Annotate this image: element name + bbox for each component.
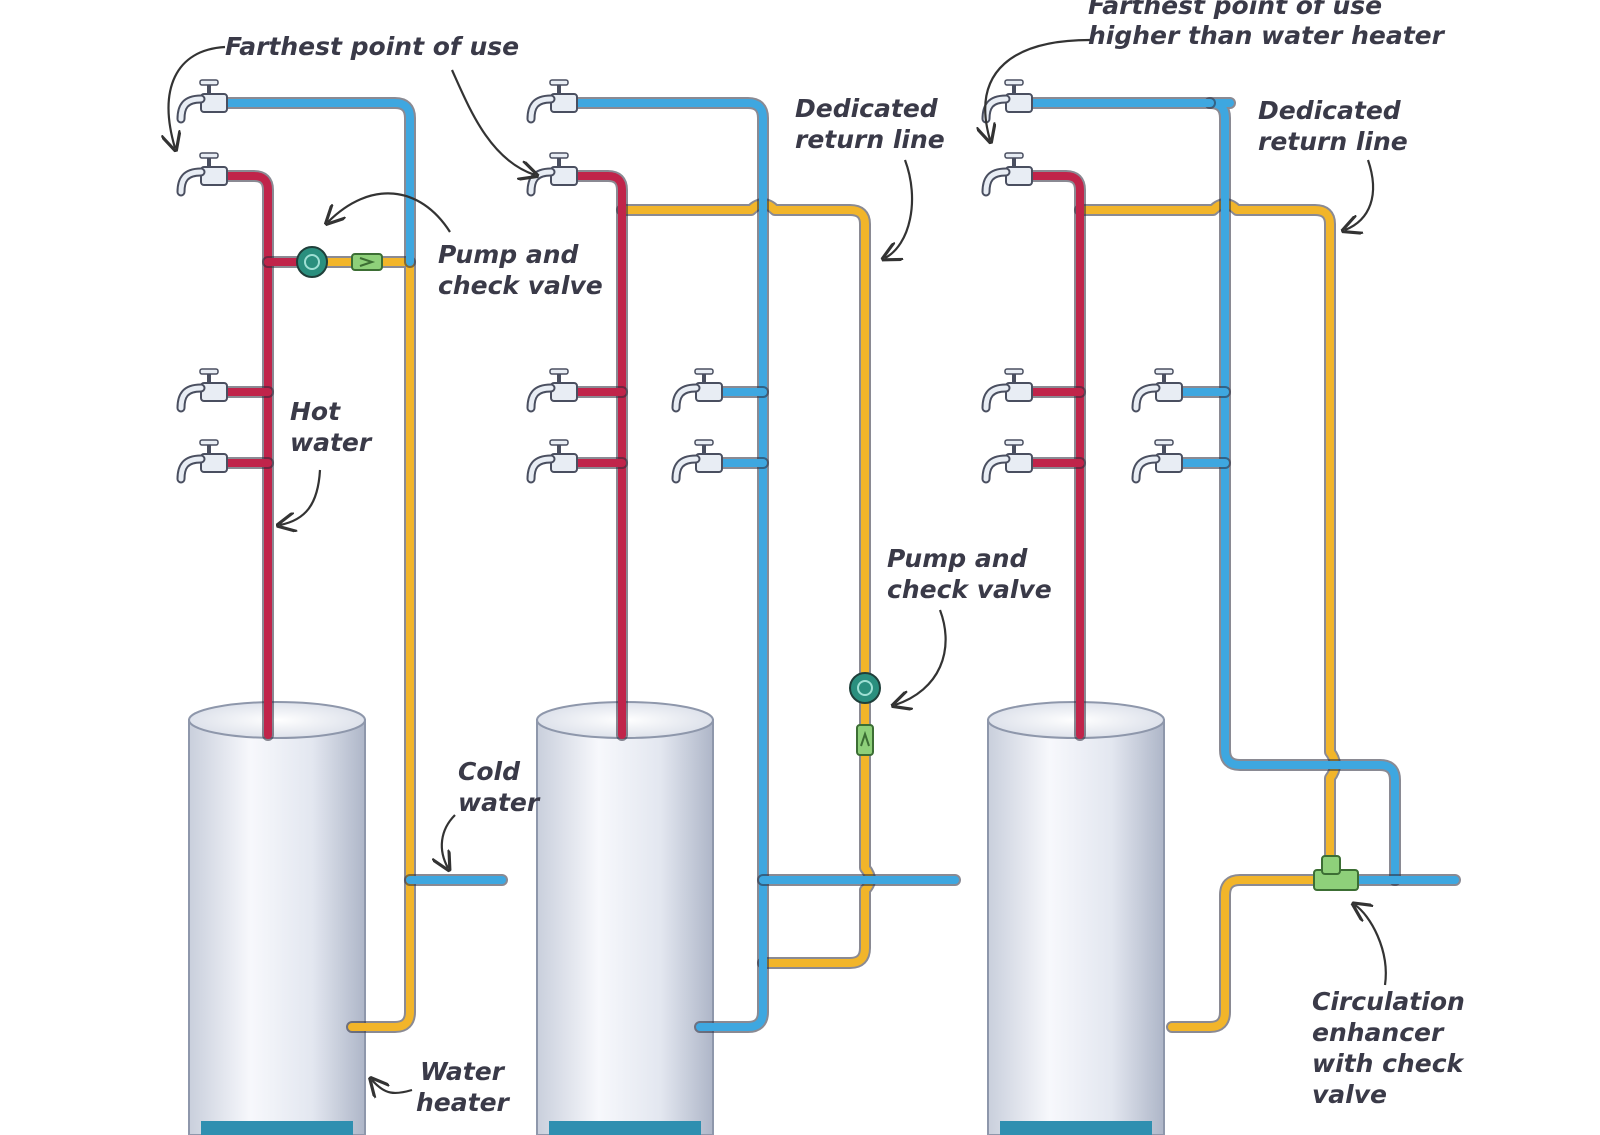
faucet-icon (671, 439, 723, 484)
faucet-icon (176, 368, 228, 413)
water-heater-label-line2: heater (416, 1088, 511, 1117)
callout-arrow (328, 192, 451, 233)
circulation-enhancer-label-line1: Circulation (1312, 987, 1465, 1016)
farthest-point-higher-label-line2: higher than water heater (1088, 21, 1446, 50)
circulation-enhancer-label-line4: valve (1312, 1080, 1387, 1109)
callout-arrow (372, 1080, 413, 1093)
farthest-point-higher-label-line1: Farthest point of use (1088, 0, 1382, 20)
farthest-point-label: Farthest point of use (225, 32, 519, 61)
dedicated-return-label-line2: return line (1258, 127, 1408, 156)
check-valve-icon (856, 724, 874, 756)
faucet-icon (981, 439, 1033, 484)
check-valve-icon (351, 253, 383, 271)
water-heater-icon (188, 701, 366, 1135)
callout-arrow (169, 45, 226, 148)
pump-check-valve-label-line2: check valve (438, 271, 603, 300)
pump-check-valve-label-line1: Pump and (887, 544, 1029, 573)
faucet-icon (981, 152, 1033, 197)
callout-arrow (1355, 905, 1387, 986)
circulation-enhancer-label-line2: enhancer (1312, 1018, 1445, 1047)
cold-pipe (1204, 97, 1401, 886)
faucet-icon (671, 368, 723, 413)
water-heater-label-line1: Water (420, 1057, 506, 1086)
callout-arrow (1345, 159, 1375, 230)
return-pipe (296, 256, 416, 1033)
hot-water-pipe (569, 170, 628, 741)
return-to-heater (1166, 874, 1324, 1033)
cold-pipe (569, 97, 769, 1033)
circulation-enhancer-label-line3: with check (1312, 1049, 1465, 1078)
cold-pipe-top (219, 97, 416, 268)
faucet-icon (1131, 368, 1183, 413)
hot-water-pipe (1024, 170, 1086, 741)
pump-icon (296, 246, 328, 278)
hot-water-label-line1: Hot (290, 397, 341, 426)
cold-water-label-line2: water (458, 788, 541, 817)
pump-icon (849, 672, 881, 704)
water-heater-icon (987, 701, 1165, 1135)
callout-arrow (895, 609, 947, 705)
faucet-icon (526, 439, 578, 484)
hot-water-label-line2: water (290, 428, 373, 457)
dedicated-return-label-line1: Dedicated (795, 94, 939, 123)
faucet-icon (981, 79, 1033, 124)
faucet-icon (176, 439, 228, 484)
faucet-icon (526, 152, 578, 197)
water-heater-icon (536, 701, 714, 1135)
callout-arrow (985, 38, 1091, 140)
callout-arrow (280, 469, 322, 525)
pump-check-valve-label-line1: Pump and (438, 240, 580, 269)
hot-water-pipe (219, 170, 274, 741)
faucet-icon (526, 79, 578, 124)
faucet-icon (176, 79, 228, 124)
cold-water-label-line1: Cold (458, 757, 521, 786)
faucet-icon (1131, 439, 1183, 484)
faucet-icon (981, 368, 1033, 413)
faucet-icon (526, 368, 578, 413)
circulation-enhancer-icon (1313, 855, 1359, 891)
callout-arrow (442, 814, 456, 868)
callout-arrow (450, 69, 535, 175)
pump-check-valve-label-line2: check valve (887, 575, 1052, 604)
dedicated-return-label-line1: Dedicated (1258, 96, 1402, 125)
dedicated-return-label-line2: return line (795, 125, 945, 154)
faucet-icon (176, 152, 228, 197)
callout-arrow (885, 159, 914, 258)
